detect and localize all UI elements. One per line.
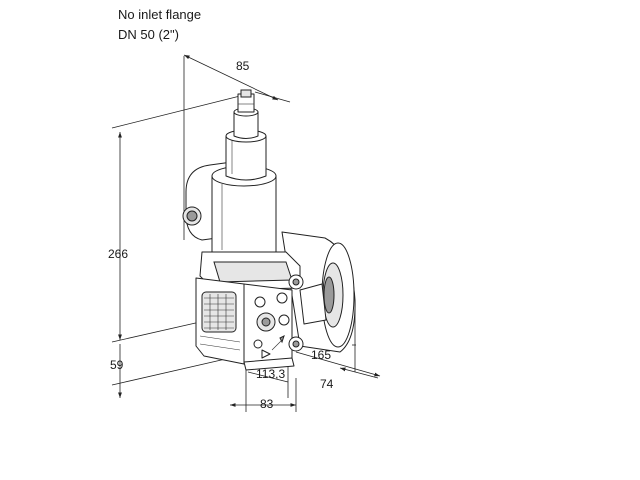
valve-illustration xyxy=(182,89,356,371)
dim-width-c: 83 xyxy=(260,397,274,411)
dim-height-main: 266 xyxy=(108,247,128,261)
caption-no-inlet-flange: No inlet flange xyxy=(118,7,202,22)
dim-width-b: 74 xyxy=(320,377,334,391)
filter-grille-ribs xyxy=(204,294,234,330)
dim-flange-offset: 165 xyxy=(311,348,331,362)
caption-dn-size: DN 50 (2") xyxy=(118,27,179,42)
dim-top-width: 85 xyxy=(236,59,250,73)
dim-width-a: 113,3 xyxy=(256,367,285,381)
dim-height-bottom: 59 xyxy=(110,358,124,372)
